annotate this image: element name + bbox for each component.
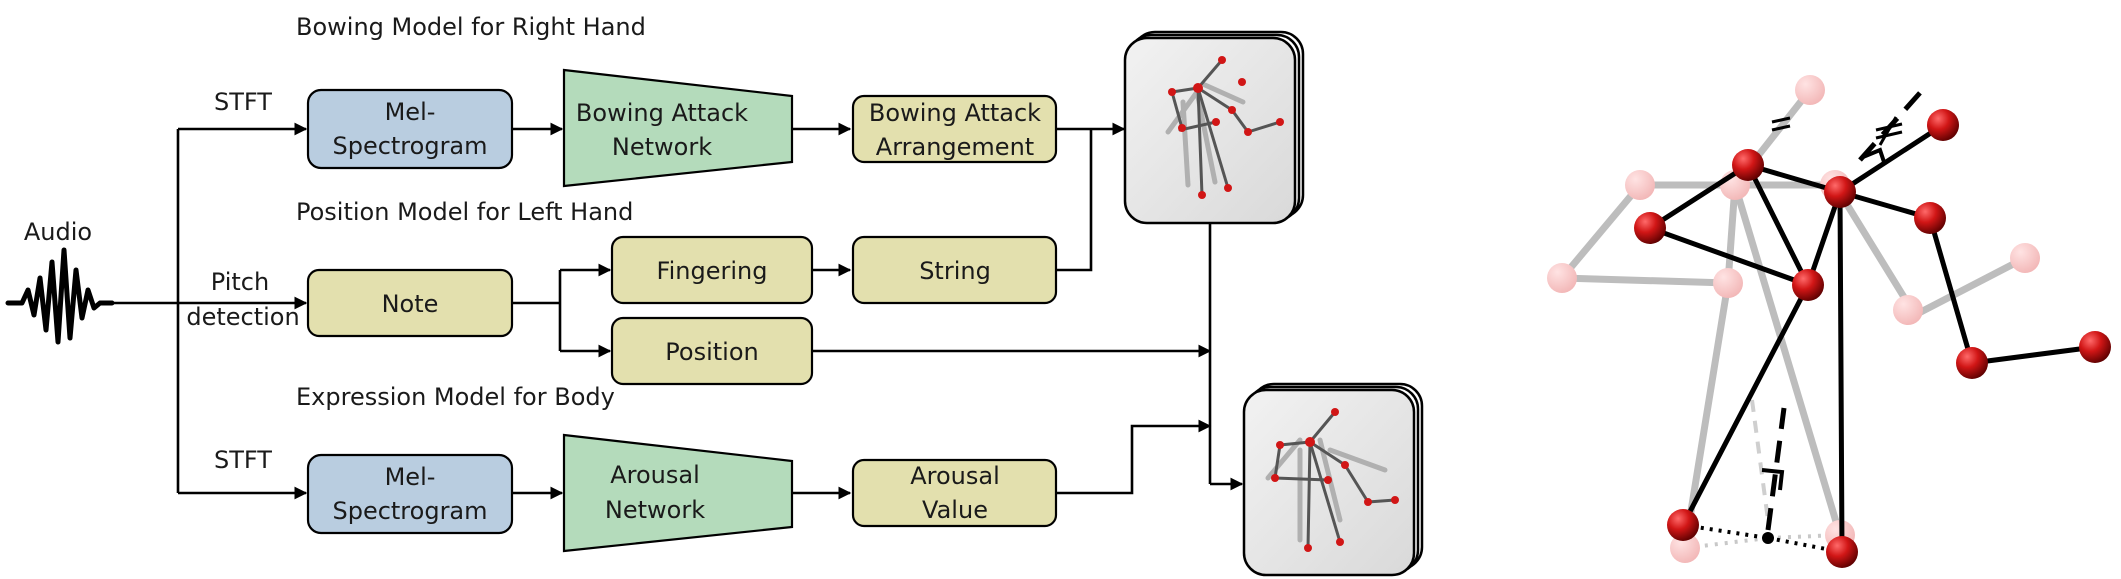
arousal-value-line1: Arousal [910,462,1000,490]
bowing-model-title: Bowing Model for Right Hand [296,13,646,41]
fingering-label: Fingering [657,257,768,285]
audio-waveform-icon [5,247,115,345]
note-label: Note [382,290,439,318]
mel-bottom-line2: Spectrogram [332,497,487,525]
mel-top-line2: Spectrogram [332,132,487,160]
arousal-network-box [562,433,794,553]
mel-bottom-line1: Mel- [385,463,436,491]
arrangement-line2: Arrangement [876,133,1034,161]
arousal-value-line2: Value [922,496,988,524]
skeleton-3d-figure [1547,75,2111,568]
bowing-attack-network-box [562,68,794,188]
string-to-skeleton-line [1056,129,1093,272]
string-label: String [919,257,991,285]
pitch-label-line2: detection [186,303,299,331]
position-label: Position [665,338,758,366]
stft-bottom-label: STFT [214,446,272,474]
arousal-net-line1: Arousal [610,461,700,489]
skeleton-preview-icon [1242,382,1424,577]
bowing-net-line2: Network [612,133,712,161]
skeleton-preview-icon [1123,30,1305,225]
arrangement-line1: Bowing Attack [869,99,1041,127]
mel-top-line1: Mel- [385,98,436,126]
arousal-net-line2: Network [605,496,705,524]
stft-top-label: STFT [214,88,272,116]
bowing-net-line1: Bowing Attack [576,99,748,127]
arrow-arousal-to-merge [1056,419,1212,495]
pitch-label-line1: Pitch [211,268,269,296]
audio-label: Audio [24,218,92,246]
expression-model-title: Expression Model for Body [296,383,615,411]
position-model-title: Position Model for Left Hand [296,198,633,226]
